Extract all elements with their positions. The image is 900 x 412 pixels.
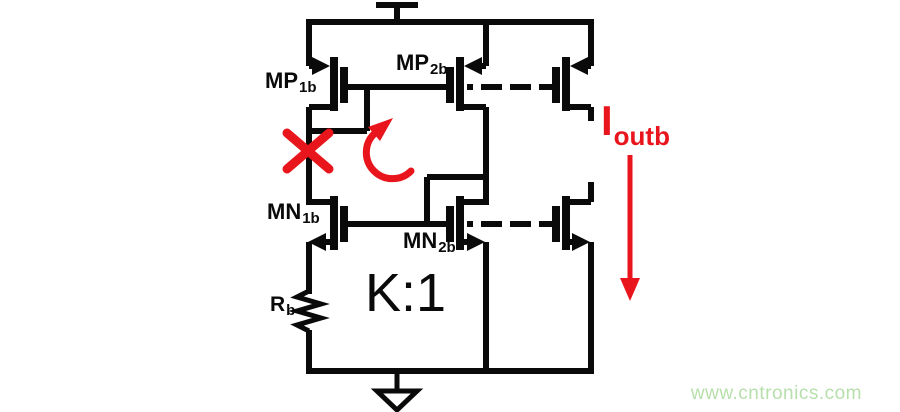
label-mp1b: MP1b xyxy=(265,68,317,96)
label-mn2b-main: MN xyxy=(403,228,438,253)
label-rb-main: R xyxy=(270,293,286,316)
label-mn1b-sub: 1b xyxy=(302,210,320,227)
label-mp2b: MP2b xyxy=(396,50,448,78)
ground-icon xyxy=(370,369,424,412)
nmos-output xyxy=(552,182,594,374)
label-mn2b: MN2b xyxy=(403,228,456,256)
vdd-supply-rail-icon xyxy=(306,2,594,25)
loop-arrow-icon xyxy=(362,118,415,183)
label-mn2b-sub: 2b xyxy=(438,239,456,256)
label-mp2b-main: MP xyxy=(396,50,429,75)
nmos-gate-bus xyxy=(348,174,486,227)
label-mp1b-sub: 1b xyxy=(299,79,317,96)
pmos-mp2b xyxy=(446,19,489,205)
red-x-icon xyxy=(282,128,334,174)
output-current-label: Ioutb xyxy=(601,97,670,150)
mirror-ratio-label: K:1 xyxy=(365,263,447,323)
label-mn1b: MN1b xyxy=(267,199,320,227)
pmos-mp1b xyxy=(306,19,370,205)
label-rb: Rb xyxy=(270,293,295,318)
output-current-subscript: outb xyxy=(613,121,670,151)
nmos-mn2b xyxy=(446,196,489,374)
resistor-rb xyxy=(288,288,330,374)
nmos-mn1b xyxy=(306,196,348,294)
label-mn1b-main: MN xyxy=(267,199,302,224)
watermark: www.cntronics.com xyxy=(690,383,862,404)
pmos-output xyxy=(552,19,594,121)
output-current-symbol: I xyxy=(601,97,613,144)
label-rb-sub: b xyxy=(286,302,296,319)
label-mp2b-sub: 2b xyxy=(430,61,448,78)
output-current-arrow-icon xyxy=(620,155,640,301)
label-mp1b-main: MP xyxy=(265,68,298,93)
